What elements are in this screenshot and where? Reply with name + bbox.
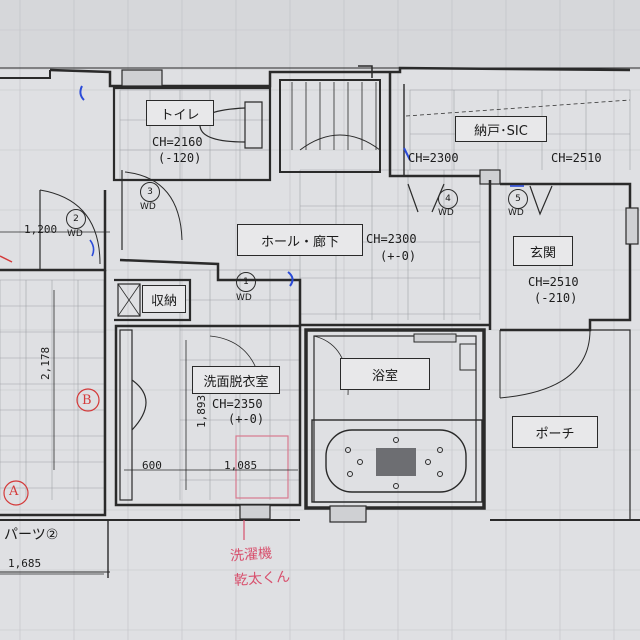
washer-sketch <box>235 435 289 499</box>
hall-ceiling-height: CH=2300 <box>366 232 417 246</box>
storage-sic-label: 納戸･SIC <box>455 116 547 142</box>
handwritten-red-tick <box>0 255 13 263</box>
washroom-ceiling-offset: (+-0) <box>228 412 265 426</box>
door-4-leaf-a <box>407 183 419 213</box>
parts-label: パーツ② <box>4 527 59 543</box>
bathtub-jet <box>437 447 443 453</box>
toilet-ceiling-offset: (-120) <box>158 151 202 165</box>
door-code-1: WD <box>236 293 252 303</box>
handwritten-note-dryer: 乾太くん <box>233 569 291 589</box>
bathroom-outer-wall <box>304 328 486 510</box>
handwritten-circle-b <box>76 388 100 412</box>
dimension-1085: 1,085 <box>224 459 258 472</box>
entrance-ceiling-height: CH=2510 <box>528 275 579 289</box>
toilet-top-window <box>121 69 163 87</box>
toilet-tank <box>244 101 263 149</box>
toilet-walls <box>112 86 272 182</box>
bathtub-jet <box>357 459 363 465</box>
washroom-walls <box>114 324 302 507</box>
door-code-5: WD <box>508 208 524 218</box>
blue-switch-mark-1 <box>79 85 85 101</box>
storage-ceiling-height: CH=2300 <box>408 151 459 165</box>
handwritten-note-washer: 洗濯機 <box>229 545 273 565</box>
bathtub-jet <box>345 447 351 453</box>
shower-unit <box>459 343 477 371</box>
vanity-counter <box>119 329 133 501</box>
door-mark-2: 2 <box>66 209 86 229</box>
entrance-ceiling-offset: (-210) <box>534 291 578 305</box>
washroom-ceiling-height: CH=2350 <box>212 397 263 411</box>
storage-shelf-line <box>405 99 631 117</box>
bathtub-jet <box>393 483 399 489</box>
door-mark-3: 3 <box>140 182 160 202</box>
bathtub-drain-grid <box>376 448 416 476</box>
dimension-600: 600 <box>142 459 162 472</box>
dimension-2178: 2,178 <box>39 346 52 380</box>
dimension-1893: 1,893 <box>195 394 208 428</box>
stair-top-mark <box>358 65 373 78</box>
dimension-1200: 1,200 <box>24 223 58 236</box>
handwritten-circle-a <box>3 480 29 506</box>
closet-box <box>117 283 141 317</box>
paper-top-shade <box>0 0 640 70</box>
sink-basin <box>131 379 147 431</box>
door-code-3: WD <box>140 202 156 212</box>
storage-ceiling-height-right: CH=2510 <box>551 151 602 165</box>
bathtub-outer <box>311 419 483 503</box>
blue-switch-mark-4 <box>89 239 95 257</box>
bathroom-top-window <box>413 333 457 343</box>
toilet-ceiling-height: CH=2160 <box>152 135 203 149</box>
bathtub-jet <box>347 471 353 477</box>
closet-walls <box>114 278 192 322</box>
porch-label: ポーチ <box>512 416 598 448</box>
door-code-2: WD <box>67 229 83 239</box>
closet-label: 収納 <box>142 285 186 313</box>
washroom-label: 洗面脱衣室 <box>192 366 280 394</box>
bathtub-jet <box>437 471 443 477</box>
door-mark-1: 1 <box>236 272 256 292</box>
bathtub-jet <box>425 459 431 465</box>
bathroom-bottom-vent <box>329 505 367 523</box>
door-code-4: WD <box>438 208 454 218</box>
door-5-leaves <box>529 185 553 216</box>
porch-edge <box>500 329 631 520</box>
entrance-label: 玄関 <box>513 236 573 266</box>
door-mark-5: 5 <box>508 189 528 209</box>
bathroom-label: 浴室 <box>340 358 430 390</box>
storage-left-wall <box>388 72 480 178</box>
dimension-1685: 1,685 <box>8 557 42 570</box>
stair-landing-curve <box>299 134 381 151</box>
bathtub-basin <box>325 429 467 493</box>
handwritten-mark-a: A <box>9 484 19 499</box>
hall-lower-wall <box>119 258 302 325</box>
entrance-door-swing <box>499 329 591 399</box>
bathtub-jet <box>393 437 399 443</box>
entrance-window <box>625 207 639 245</box>
hall-label: ホール・廊下 <box>237 224 363 256</box>
blue-switch-mark-3 <box>403 147 411 161</box>
staircase-outline <box>279 79 381 173</box>
left-room-wall <box>0 270 107 517</box>
top-outer-wall <box>49 66 631 88</box>
closet-cross <box>117 283 141 317</box>
handwritten-mark-b: B <box>82 393 92 408</box>
hall-ceiling-offset: (+-0) <box>380 249 417 263</box>
door-mark-4: 4 <box>438 189 458 209</box>
washroom-bottom-vent <box>239 504 271 520</box>
blue-switch-mark-2 <box>287 271 294 287</box>
door-3-swing <box>124 171 183 241</box>
left-top-wall <box>0 70 51 79</box>
toilet-label: トイレ <box>146 100 214 126</box>
